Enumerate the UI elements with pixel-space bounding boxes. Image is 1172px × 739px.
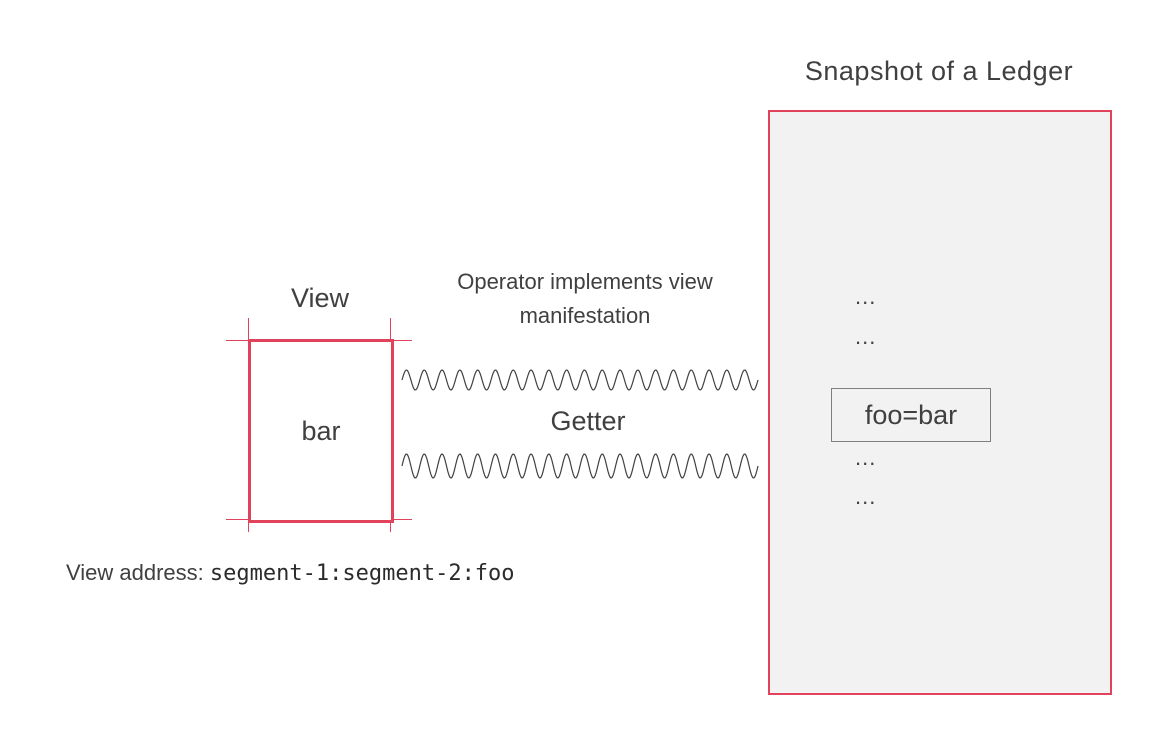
view-value: bar <box>301 415 341 446</box>
ledger-ellipsis-1: ... <box>855 284 877 309</box>
lower-wave-connector <box>401 453 759 479</box>
ledger-entry: foo=bar <box>831 388 991 442</box>
ledger-ellipsis-2: ... <box>855 324 877 349</box>
view-address-value: segment-1:segment-2:foo <box>209 561 515 586</box>
ledger-ellipsis-3: ... <box>855 445 877 470</box>
view-address: View address: segment-1:segment-2:foo <box>66 560 515 586</box>
ledger-ellipsis-4: ... <box>855 484 877 509</box>
operator-label: Operator implements view manifestation <box>457 269 713 328</box>
upper-wave-connector <box>401 369 759 391</box>
getter-label: Getter <box>550 406 626 436</box>
view-title: View <box>290 283 350 313</box>
view-address-label: View address: <box>66 560 210 585</box>
view-box: bar <box>248 339 394 523</box>
ledger-title: Snapshot of a Ledger <box>804 56 1074 86</box>
